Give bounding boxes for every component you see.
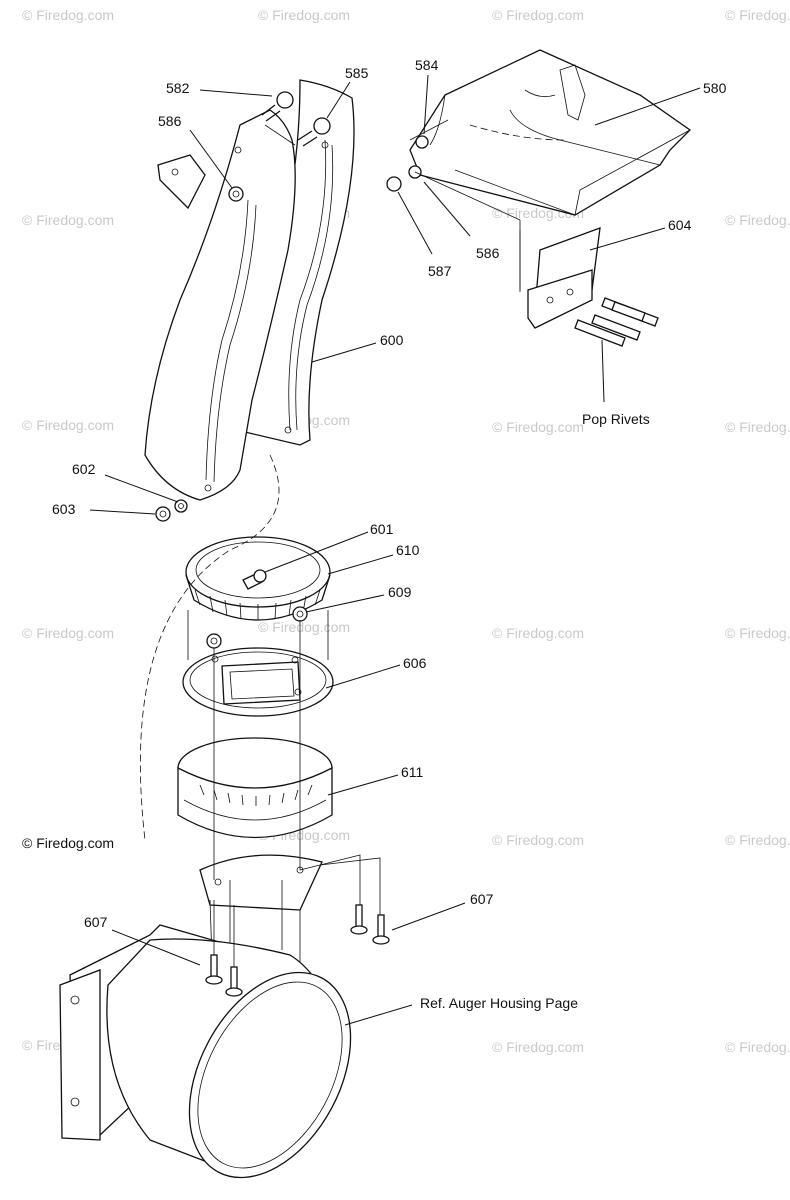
label-606: 606 — [403, 655, 427, 671]
label-602: 602 — [72, 461, 96, 477]
ring-gear-611 — [177, 737, 333, 839]
bracket-604 — [519, 227, 659, 347]
chute-deflector-600 — [144, 79, 355, 501]
label-586: 586 — [476, 245, 500, 261]
watermark: © Firedog.com — [492, 419, 584, 435]
watermark: © Firedog.com — [725, 625, 790, 641]
watermark: © Firedog.com — [492, 7, 584, 23]
spout-base — [199, 854, 323, 963]
pop-rivets — [574, 297, 659, 347]
label-611: 611 — [401, 764, 424, 780]
watermark: © Firedog.com — [22, 212, 114, 228]
label-ref-auger-housing: Ref. Auger Housing Page — [420, 995, 578, 1011]
label-607: 607 — [470, 891, 494, 907]
watermark: © Firedog.com — [492, 1039, 584, 1055]
watermark: © Firedog.com — [725, 419, 790, 435]
screws-607 — [205, 904, 390, 997]
watermark: © Firedog.com — [258, 619, 350, 635]
label-585: 585 — [345, 65, 369, 81]
label-584: 584 — [415, 57, 439, 73]
auger-housing-tube — [59, 924, 352, 1179]
copyright-text: © Firedog.com — [22, 835, 114, 851]
watermark: © Firedog.com — [492, 625, 584, 641]
watermark: © Firedog.com — [725, 832, 790, 848]
label-604: 604 — [668, 217, 692, 233]
label-610: 610 — [396, 542, 420, 558]
watermark: © Firedog.com — [22, 417, 114, 433]
watermark: © Firedog.com — [725, 1039, 790, 1055]
label-600: 600 — [380, 332, 404, 348]
hardware-602-603 — [155, 499, 188, 522]
watermark: © Firedog.com — [258, 7, 350, 23]
plate-606 — [182, 633, 334, 717]
watermark-grid: © Firedog.com © Firedog.com © Firedog.co… — [22, 7, 790, 1055]
label-609: 609 — [388, 584, 412, 600]
label-pop-rivets: Pop Rivets — [582, 411, 650, 427]
watermark: © Firedog.com — [725, 7, 790, 23]
deflector-580 — [386, 49, 692, 216]
watermark: © Firedog.com — [22, 625, 114, 641]
label-607: 607 — [84, 914, 108, 930]
label-603: 603 — [52, 501, 76, 517]
label-587: 587 — [428, 263, 452, 279]
label-580: 580 — [703, 80, 727, 96]
watermark: © Firedog.com — [725, 212, 790, 228]
label-601: 601 — [370, 521, 394, 537]
label-582: 582 — [166, 80, 190, 96]
assembly-lines — [140, 119, 521, 967]
watermark: © Firedog.com — [22, 7, 114, 23]
watermark: © Firedog.com — [492, 832, 584, 848]
label-586: 586 — [158, 113, 182, 129]
leader-lines — [89, 74, 701, 1026]
collar-610 — [185, 536, 331, 622]
part-labels: 582 585 586 584 580 586 587 604 600 Pop … — [52, 57, 727, 1011]
